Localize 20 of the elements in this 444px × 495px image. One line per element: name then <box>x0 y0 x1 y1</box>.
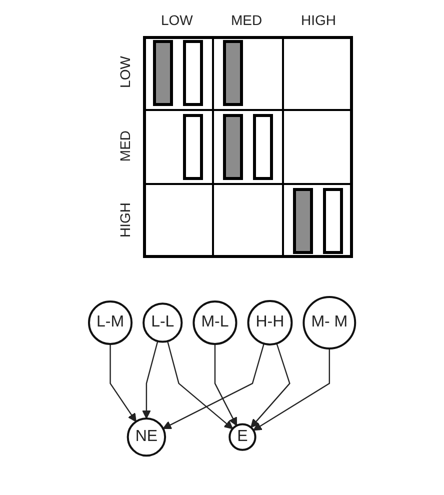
arrow <box>162 344 264 430</box>
node-circle: E <box>228 423 256 452</box>
column-header: LOW <box>161 12 193 28</box>
node-circle: L-L <box>142 302 183 343</box>
arrow <box>142 341 158 419</box>
arrow <box>166 341 233 430</box>
arrow <box>250 343 290 428</box>
arrow <box>252 348 330 431</box>
row-header: HIGH <box>117 202 133 240</box>
node-circle: M- M <box>302 296 356 350</box>
arrow <box>110 344 136 422</box>
row-header: LOW <box>117 55 133 90</box>
node-circle: L-M <box>88 300 132 346</box>
node-circle: H-H <box>247 300 293 346</box>
node-circle: M-L <box>192 300 238 346</box>
row-header: MED <box>117 129 133 164</box>
node-circle: NE <box>126 418 166 457</box>
arrow <box>214 344 237 426</box>
column-header: MED <box>231 12 262 28</box>
column-header: HIGH <box>301 12 336 28</box>
